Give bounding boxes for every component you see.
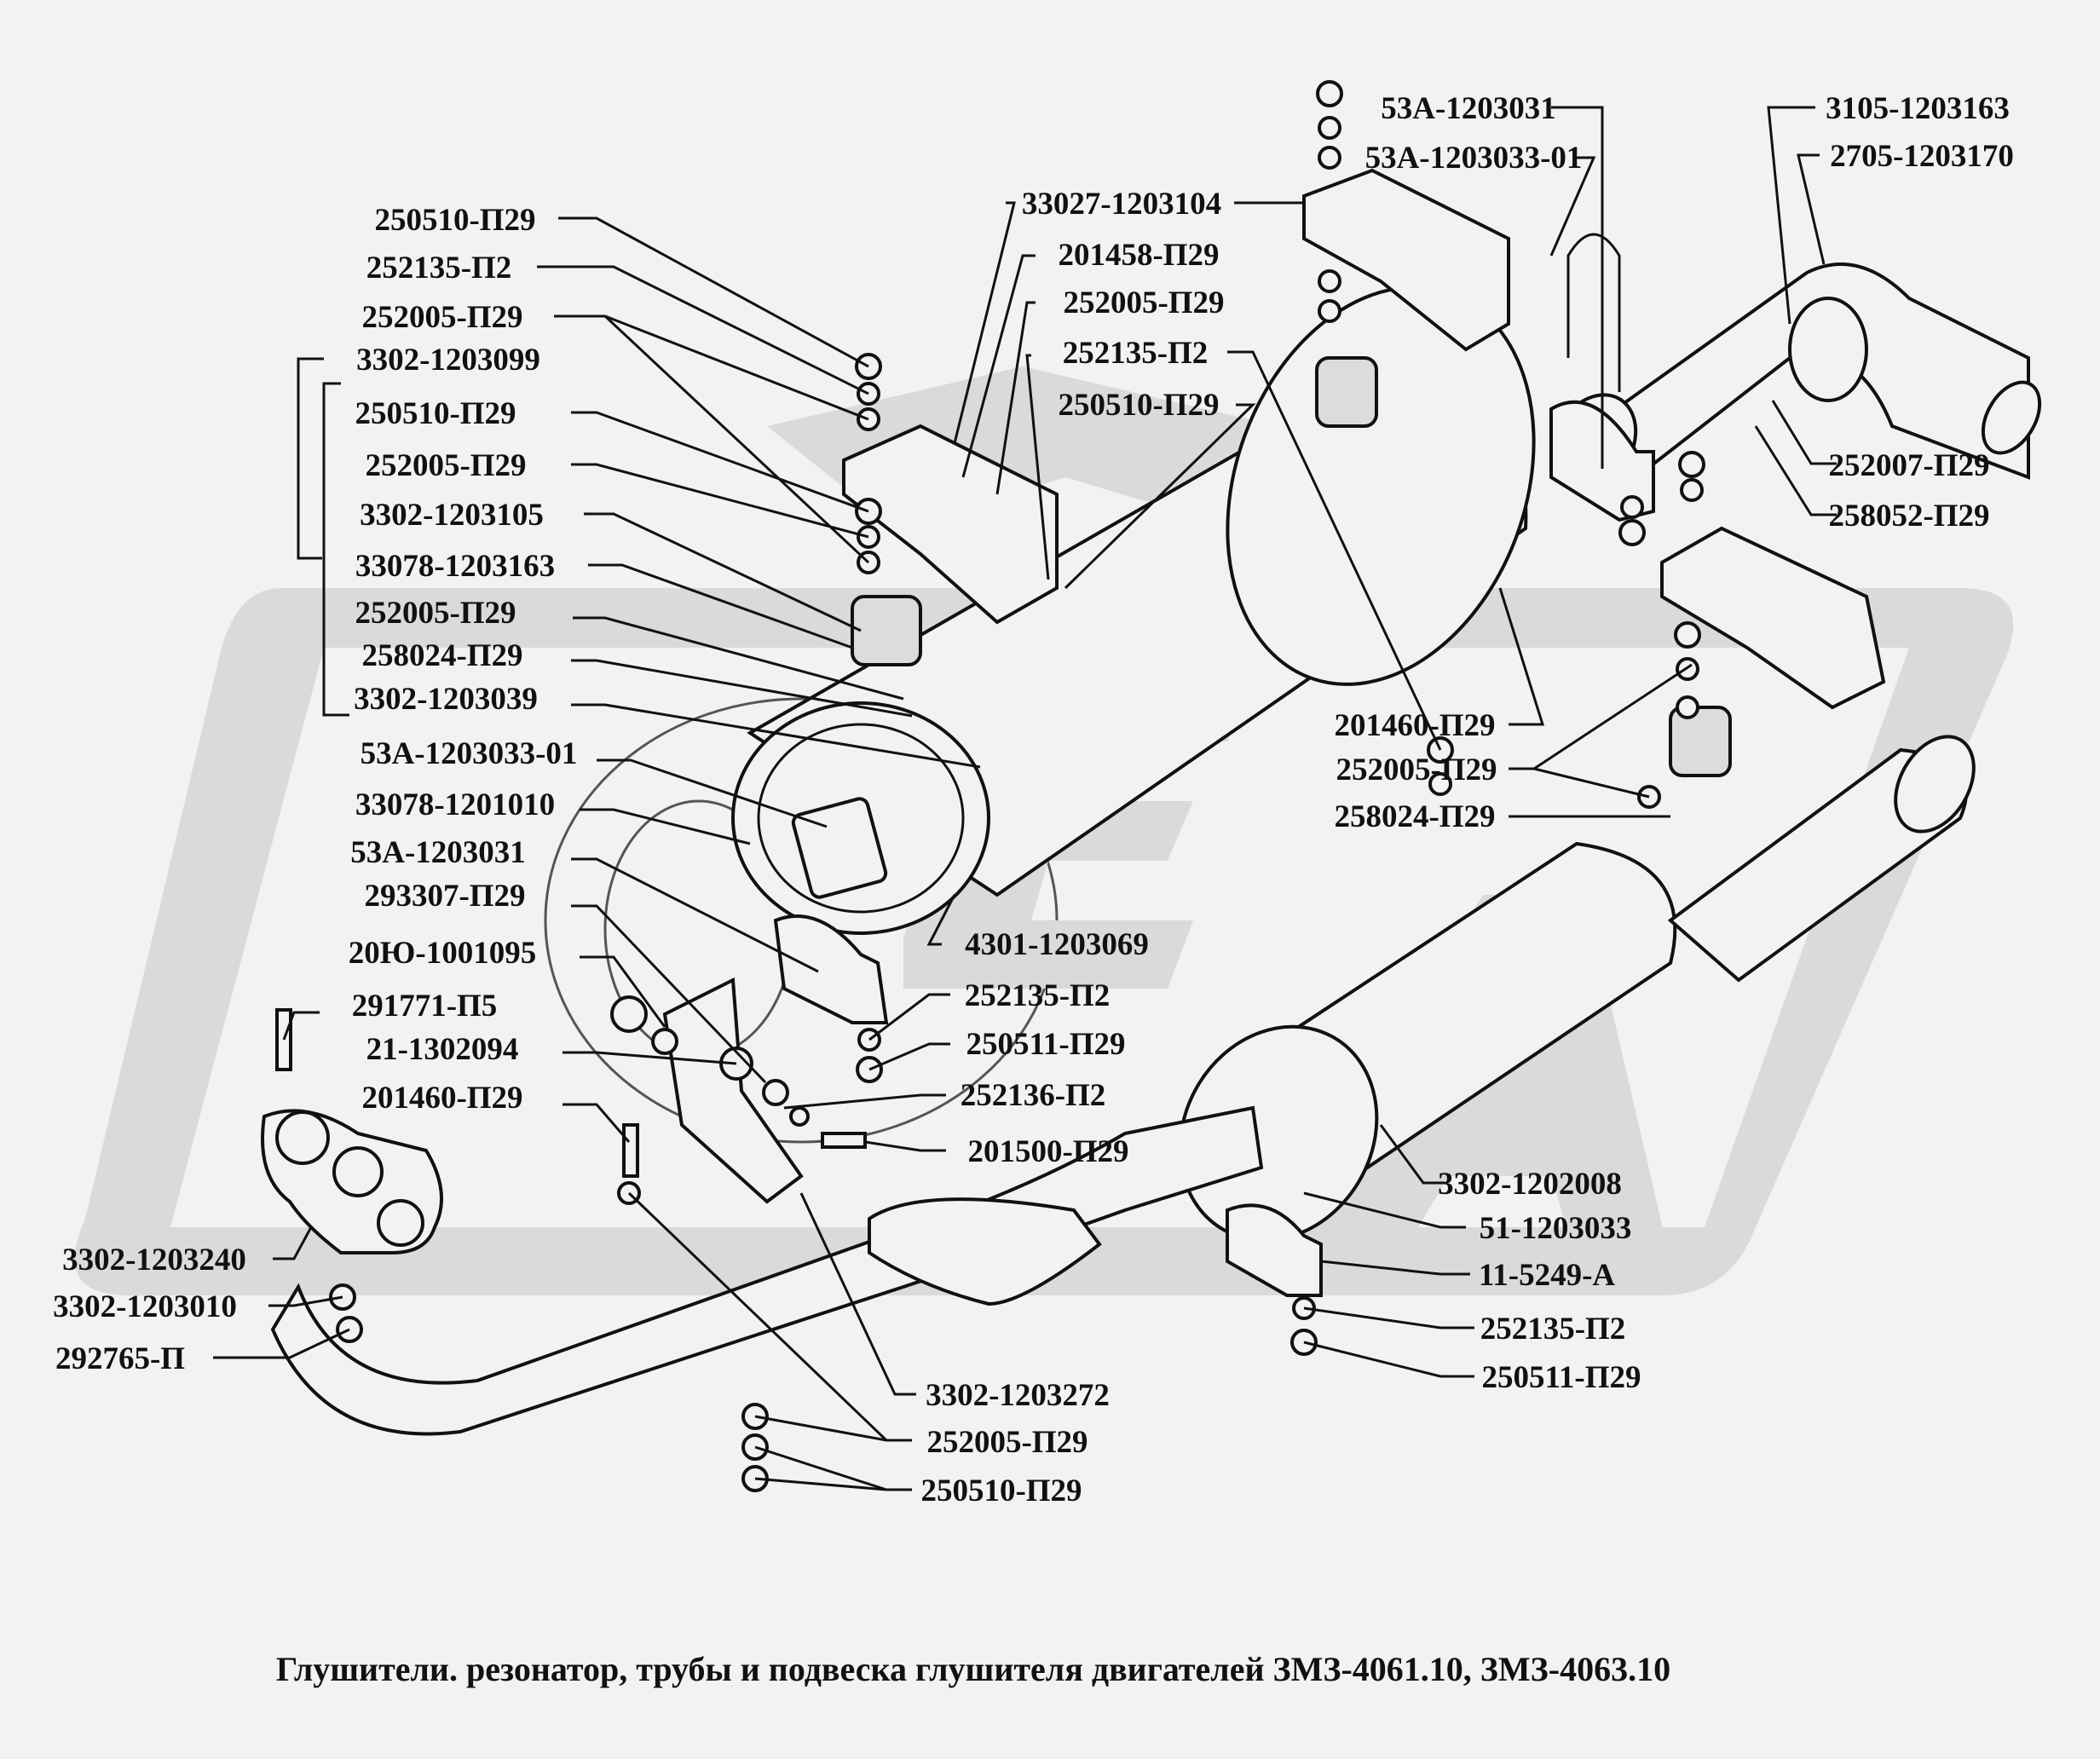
callout-label: 53А-1203033-01: [1365, 141, 1583, 176]
watermark-frame: [74, 588, 2014, 1295]
callout-label: 252007-П29: [1828, 448, 1989, 483]
callout-label: 21-1302094: [366, 1032, 519, 1067]
callout-labels: 250510-П29 252135-П2 252005-П29 3302-120…: [53, 91, 2014, 1508]
callout-label: 53А-1203033-01: [361, 736, 578, 771]
rubber-cushion-3105: [1788, 297, 1868, 402]
leader-lines: [213, 106, 1837, 1491]
callout-label: 250511-П29: [966, 1027, 1125, 1062]
callout-label: 252005-П29: [1336, 753, 1497, 787]
callout-label: 252005-П29: [1063, 285, 1224, 320]
callout-label: 293307-П29: [364, 879, 525, 914]
callout-label: 3302-1202008: [1438, 1167, 1622, 1202]
callout-label: 33078-1203163: [355, 549, 555, 584]
callout-label: 250510-П29: [355, 396, 516, 431]
callout-label: 3302-1203039: [354, 682, 538, 717]
callout-label: 252136-П2: [961, 1078, 1106, 1113]
callout-label: 3302-1203272: [926, 1378, 1110, 1413]
callout-label: 252135-П2: [965, 978, 1111, 1013]
callout-label: 258052-П29: [1828, 499, 1989, 533]
front-pipe-body: [270, 1105, 1264, 1436]
callout-label: 51-1203033: [1480, 1211, 1632, 1246]
callout-label: 250510-П29: [1058, 388, 1219, 423]
pipe-junction: [868, 1197, 1102, 1306]
callout-label: 250510-П29: [374, 203, 535, 238]
callout-label: 2705-1203170: [1830, 139, 2014, 174]
bracket-group-nested: [322, 382, 349, 717]
callout-label: 252005-П29: [926, 1425, 1088, 1460]
resonator: [731, 285, 1536, 935]
muffler-front-end: [1178, 1024, 1379, 1243]
callout-label: 11-5249-А: [1479, 1258, 1616, 1293]
bracket-33027-top: [1302, 168, 1510, 352]
callout-label: 3105-1203163: [1826, 91, 2010, 126]
u-bolt-rear: [1566, 233, 1621, 392]
callout-label: 258024-П29: [361, 638, 522, 673]
bracket-3302-1203272: [662, 977, 804, 1204]
callout-label: 252135-П2: [366, 251, 512, 285]
cushion-left: [851, 595, 922, 666]
bracket-group-3302-1203099: [297, 357, 324, 560]
callout-label: 53А-1203031: [1381, 91, 1556, 126]
callout-label: 250510-П29: [920, 1474, 1082, 1508]
callout-label: 252135-П2: [1480, 1312, 1626, 1347]
bracket-33027-right: [1660, 526, 1886, 710]
callout-label: 258024-П29: [1334, 799, 1495, 834]
bracket-33027-left: [842, 424, 1059, 625]
callout-label: 53А-1203031: [350, 835, 526, 870]
callout-label: 20Ю-1001095: [349, 936, 536, 971]
cushion-right: [1669, 706, 1732, 777]
callout-label: 3302-1203240: [62, 1243, 246, 1277]
saddle-left: [773, 914, 889, 1024]
brackets: [662, 168, 1886, 1204]
callout-label: 252135-П2: [1063, 336, 1209, 371]
callout-label: 292765-П: [55, 1341, 185, 1376]
callout-label: 201460-П29: [361, 1081, 522, 1116]
cushion-top: [1315, 356, 1378, 428]
muffler: [1178, 735, 1976, 1243]
callout-label: 3302-1203010: [53, 1289, 237, 1324]
callout-label: 201460-П29: [1334, 708, 1495, 743]
bolt-201500: [821, 1132, 867, 1149]
diagram-caption: Глушители. резонатор, трубы и подвеска г…: [276, 1650, 1670, 1688]
bolt-201460: [622, 1123, 639, 1178]
callout-label: 250511-П29: [1481, 1360, 1641, 1395]
callout-label: 33078-1201010: [355, 787, 555, 822]
rubber-cushions: [851, 356, 1732, 777]
callout-label: 4301-1203069: [965, 927, 1149, 962]
front-pipe: [261, 1105, 1264, 1436]
callout-label: 33027-1203104: [1022, 187, 1221, 222]
callout-label: 291771-П5: [352, 989, 498, 1024]
callout-label: 252005-П29: [365, 448, 526, 483]
callout-label: 3302-1203105: [360, 498, 544, 533]
callout-label: 252005-П29: [361, 300, 522, 335]
callout-label: 252005-П29: [355, 596, 516, 631]
callout-label: 201458-П29: [1058, 238, 1219, 273]
callout-label: 201500-П29: [967, 1134, 1128, 1169]
saddle-muffler: [1226, 1203, 1323, 1297]
callout-label: 3302-1203099: [356, 343, 540, 378]
tailpipe-outlet: [1894, 735, 1976, 833]
